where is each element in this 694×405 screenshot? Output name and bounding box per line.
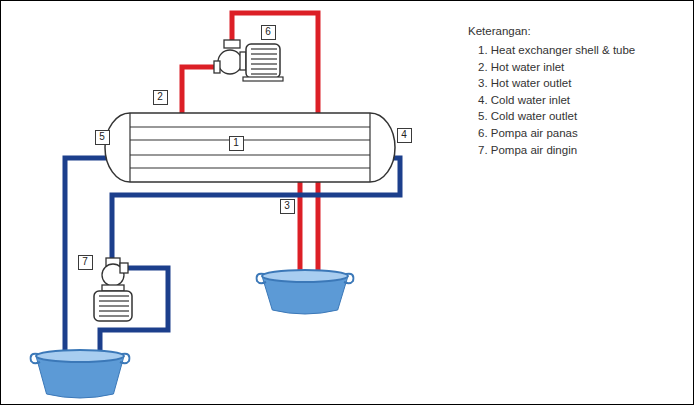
callout-number: 6 xyxy=(265,27,271,37)
legend-heading: Keterangan: xyxy=(468,25,531,37)
cold-pump xyxy=(94,258,132,321)
legend-text-row: 4. Cold water inlet xyxy=(478,90,570,108)
tub-handle xyxy=(120,354,129,364)
callout-box: 1 xyxy=(229,136,244,151)
tub-handle xyxy=(344,274,353,284)
hot-pipe xyxy=(182,67,217,115)
legend-item: 5. Cold water outlet xyxy=(478,110,577,122)
legend-text-row: 2. Hot water inlet xyxy=(478,57,564,75)
legend-text-row: 5. Cold water outlet xyxy=(478,106,577,124)
legend-text-row: 3. Hot water outlet xyxy=(478,73,571,91)
callout-box: 5 xyxy=(95,130,110,145)
cold-pipe xyxy=(65,158,107,362)
hot-pump xyxy=(214,40,283,81)
tub-handle xyxy=(31,354,40,364)
tube-sheet xyxy=(129,113,130,182)
callout-box: 6 xyxy=(261,25,276,40)
callout-number: 5 xyxy=(99,132,105,142)
heat-exchanger xyxy=(105,113,395,182)
water-tubs xyxy=(31,270,354,398)
legend-text-row: 1. Heat exchanger shell & tube xyxy=(478,40,635,58)
legend-item: 4. Cold water inlet xyxy=(478,94,570,106)
tube-sheet xyxy=(369,113,370,182)
callout-number: 2 xyxy=(157,92,163,102)
callout-number: 1 xyxy=(233,138,239,148)
callout-number: 4 xyxy=(401,130,407,140)
callout-box: 7 xyxy=(78,255,93,270)
callout-box: 2 xyxy=(153,90,168,105)
shell xyxy=(105,113,395,182)
tub-rim xyxy=(36,350,124,362)
legend-text-row: 6. Pompa air panas xyxy=(478,123,578,141)
legend-item: 3. Hot water outlet xyxy=(478,77,571,89)
legend-item: 7. Pompa air dingin xyxy=(478,144,577,156)
callout-number: 7 xyxy=(82,257,88,267)
tub-rim xyxy=(262,270,348,282)
legend-text-row: Keterangan: xyxy=(468,21,531,39)
legend-item: 1. Heat exchanger shell & tube xyxy=(478,44,635,56)
pipes xyxy=(65,13,400,362)
callout-number: 3 xyxy=(284,201,290,211)
legend-item: 2. Hot water inlet xyxy=(478,61,564,73)
legend-text-row: 7. Pompa air dingin xyxy=(478,140,577,158)
callout-box: 3 xyxy=(280,199,295,214)
legend-item: 6. Pompa air panas xyxy=(478,127,578,139)
tub-handle xyxy=(257,274,266,284)
callout-box: 4 xyxy=(397,128,412,143)
tubes xyxy=(130,127,370,168)
